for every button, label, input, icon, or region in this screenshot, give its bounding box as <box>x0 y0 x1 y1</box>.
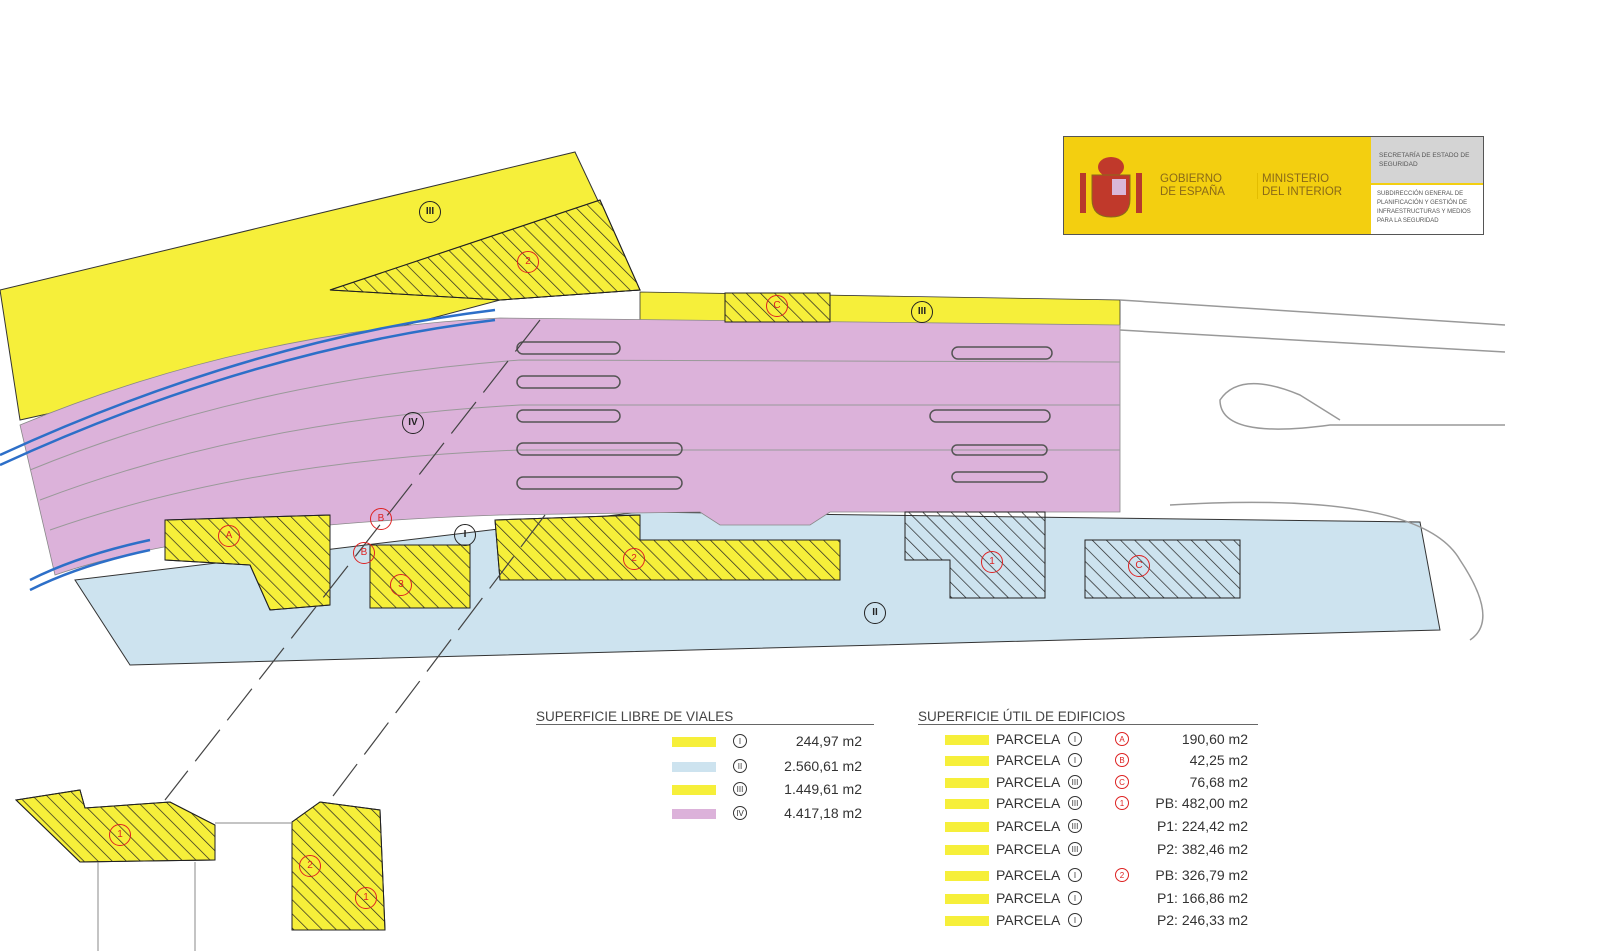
plan-zone-label: IV <box>402 412 424 434</box>
legend-edificios-row: PARCELA I 2 PB: 326,79 m2 <box>945 867 1250 885</box>
zone-marker: III <box>1068 842 1082 856</box>
area-value: P2: 246,33 m2 <box>1156 912 1248 928</box>
plan-zone-label: 1 <box>109 824 131 846</box>
legend-viales-row: III 1.449,61 m2 <box>672 781 872 799</box>
legend-edificios-row: PARCELA III 1 PB: 482,00 m2 <box>945 795 1250 813</box>
building-marker: A <box>1115 732 1129 746</box>
plan-zone-label: 1 <box>981 551 1003 573</box>
color-swatch <box>945 735 989 745</box>
color-swatch <box>945 799 989 809</box>
zone-marker: I <box>733 734 747 748</box>
zone-marker: III <box>733 782 747 796</box>
color-swatch <box>945 894 989 904</box>
plan-zone-label: 2 <box>299 855 321 877</box>
plan-zone-label: III <box>419 201 441 223</box>
parcel-label: PARCELA <box>996 867 1061 883</box>
color-swatch <box>945 756 989 766</box>
plan-zone-label: C <box>766 295 788 317</box>
area-value: P1: 166,86 m2 <box>1156 890 1248 906</box>
legend-edificios-row: PARCELA I B 42,25 m2 <box>945 752 1250 770</box>
legend-edificios-row: PARCELA III P1: 224,42 m2 <box>945 818 1250 836</box>
color-swatch <box>672 809 716 819</box>
area-value: P1: 224,42 m2 <box>1156 818 1248 834</box>
area-value: 2.560,61 m2 <box>784 758 862 774</box>
zone-marker: III <box>1068 796 1082 810</box>
color-swatch <box>672 737 716 747</box>
zone-marker: II <box>733 759 747 773</box>
plan-zone-label: C <box>1128 555 1150 577</box>
legend-viales-title: SUPERFICIE LIBRE DE VIALES <box>536 709 874 725</box>
parcel-label: PARCELA <box>996 890 1061 906</box>
plan-zone-label: B <box>353 542 375 564</box>
plan-zone-label: 2 <box>517 251 539 273</box>
logo-secretary-text: SECRETARÍA DE ESTADO DE SEGURIDAD <box>1371 137 1483 183</box>
zone-marker: I <box>1068 913 1082 927</box>
parcel-label: PARCELA <box>996 912 1061 928</box>
color-swatch <box>945 822 989 832</box>
area-value: 42,25 m2 <box>1189 752 1248 768</box>
color-swatch <box>945 871 989 881</box>
parcel-label: PARCELA <box>996 841 1061 857</box>
zone-marker: I <box>1068 868 1082 882</box>
legend-edificios-row: PARCELA III P2: 382,46 m2 <box>945 841 1250 859</box>
area-value: 1.449,61 m2 <box>784 781 862 797</box>
plan-zone-label: 1 <box>355 887 377 909</box>
color-swatch <box>672 762 716 772</box>
zone-marker: I <box>1068 753 1082 767</box>
parcel-label: PARCELA <box>996 774 1061 790</box>
legend-edificios-row: PARCELA III C 76,68 m2 <box>945 774 1250 792</box>
plan-zone-label: 3 <box>390 574 412 596</box>
legend-viales-row: II 2.560,61 m2 <box>672 758 872 776</box>
zone-marker: IV <box>733 806 747 820</box>
building-marker: 1 <box>1115 796 1129 810</box>
legend-edificios-row: PARCELA I P1: 166,86 m2 <box>945 890 1250 908</box>
plan-zone-label: I <box>454 524 476 546</box>
area-value: PB: 482,00 m2 <box>1155 795 1248 811</box>
logo-gov-text: GOBIERNO DE ESPAÑA <box>1160 173 1225 198</box>
area-value: 190,60 m2 <box>1181 731 1248 747</box>
parcel-label: PARCELA <box>996 818 1061 834</box>
color-swatch <box>945 778 989 788</box>
parcel-label: PARCELA <box>996 731 1061 747</box>
plan-zone-label: A <box>218 525 240 547</box>
area-value: P2: 382,46 m2 <box>1156 841 1248 857</box>
building-marker: 2 <box>1115 868 1129 882</box>
plan-zone-label: II <box>864 602 886 624</box>
legend-edificios-title: SUPERFICIE ÚTIL DE EDIFICIOS <box>918 709 1258 725</box>
legend-edificios-row: PARCELA I P2: 246,33 m2 <box>945 912 1250 930</box>
parcel-label: PARCELA <box>996 752 1061 768</box>
zone-marker: I <box>1068 732 1082 746</box>
area-value: 76,68 m2 <box>1189 774 1248 790</box>
area-value: PB: 326,79 m2 <box>1155 867 1248 883</box>
zone-marker: III <box>1068 819 1082 833</box>
color-swatch <box>945 916 989 926</box>
plan-zone-label: 2 <box>623 548 645 570</box>
plan-zone-label: B <box>370 508 392 530</box>
zone-marker: III <box>1068 775 1082 789</box>
legend-edificios-row: PARCELA I A 190,60 m2 <box>945 731 1250 749</box>
legend-viales-row: I 244,97 m2 <box>672 733 872 751</box>
logo-subdirection-text: SUBDIRECCIÓN GENERAL DE PLANIFICACIÓN Y … <box>1371 185 1483 234</box>
government-logo: GOBIERNO DE ESPAÑA MINISTERIO DEL INTERI… <box>1063 136 1484 235</box>
legend-viales-row: IV 4.417,18 m2 <box>672 805 872 823</box>
color-swatch <box>672 785 716 795</box>
area-value: 244,97 m2 <box>795 733 862 749</box>
building-marker: C <box>1115 775 1129 789</box>
color-swatch <box>945 845 989 855</box>
logo-ministry-text: MINISTERIO DEL INTERIOR <box>1257 173 1352 199</box>
plan-zone-label: III <box>911 301 933 323</box>
zone-marker: I <box>1068 891 1082 905</box>
area-value: 4.417,18 m2 <box>784 805 862 821</box>
coat-of-arms-icon <box>1080 157 1142 218</box>
parcel-label: PARCELA <box>996 795 1061 811</box>
building-marker: B <box>1115 753 1129 767</box>
